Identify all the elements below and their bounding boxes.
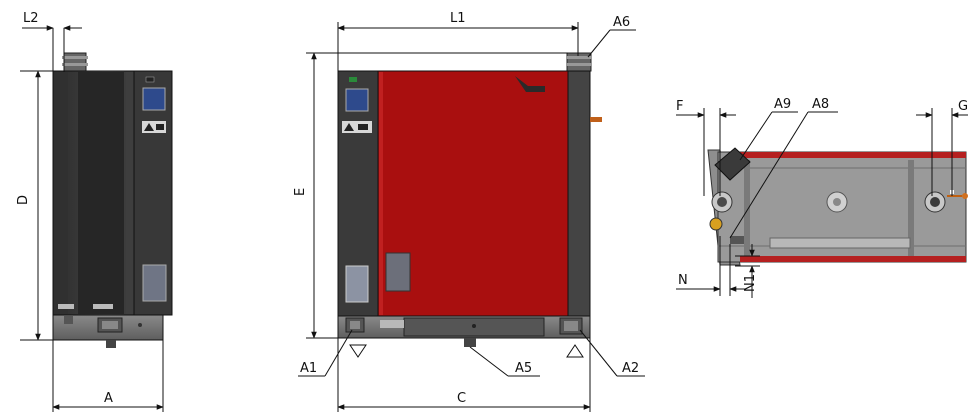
label-n1: N1 xyxy=(743,274,758,292)
label-a9: A9 xyxy=(774,97,791,112)
side-view xyxy=(52,52,173,348)
front-view xyxy=(337,52,602,358)
dimensions xyxy=(20,22,968,412)
label-a1: A1 xyxy=(300,361,317,376)
label-a6: A6 xyxy=(613,15,630,30)
dimension-labels: L2 L1 A6 D E A C A1 A5 A2 F A9 A8 G N N1 xyxy=(16,11,968,406)
label-d: D xyxy=(16,195,31,205)
label-n: N xyxy=(678,273,688,288)
label-g: G xyxy=(958,99,968,114)
label-e: E xyxy=(293,188,308,196)
label-a2: A2 xyxy=(622,361,639,376)
label-a: A xyxy=(104,391,113,406)
top-view xyxy=(707,147,968,266)
brand-logo-icon xyxy=(515,76,545,92)
label-a5: A5 xyxy=(515,361,532,376)
label-l1: L1 xyxy=(450,11,466,26)
label-a8: A8 xyxy=(812,97,829,112)
label-c: C xyxy=(457,391,466,406)
label-l2: L2 xyxy=(23,11,39,26)
label-f: F xyxy=(676,99,683,114)
